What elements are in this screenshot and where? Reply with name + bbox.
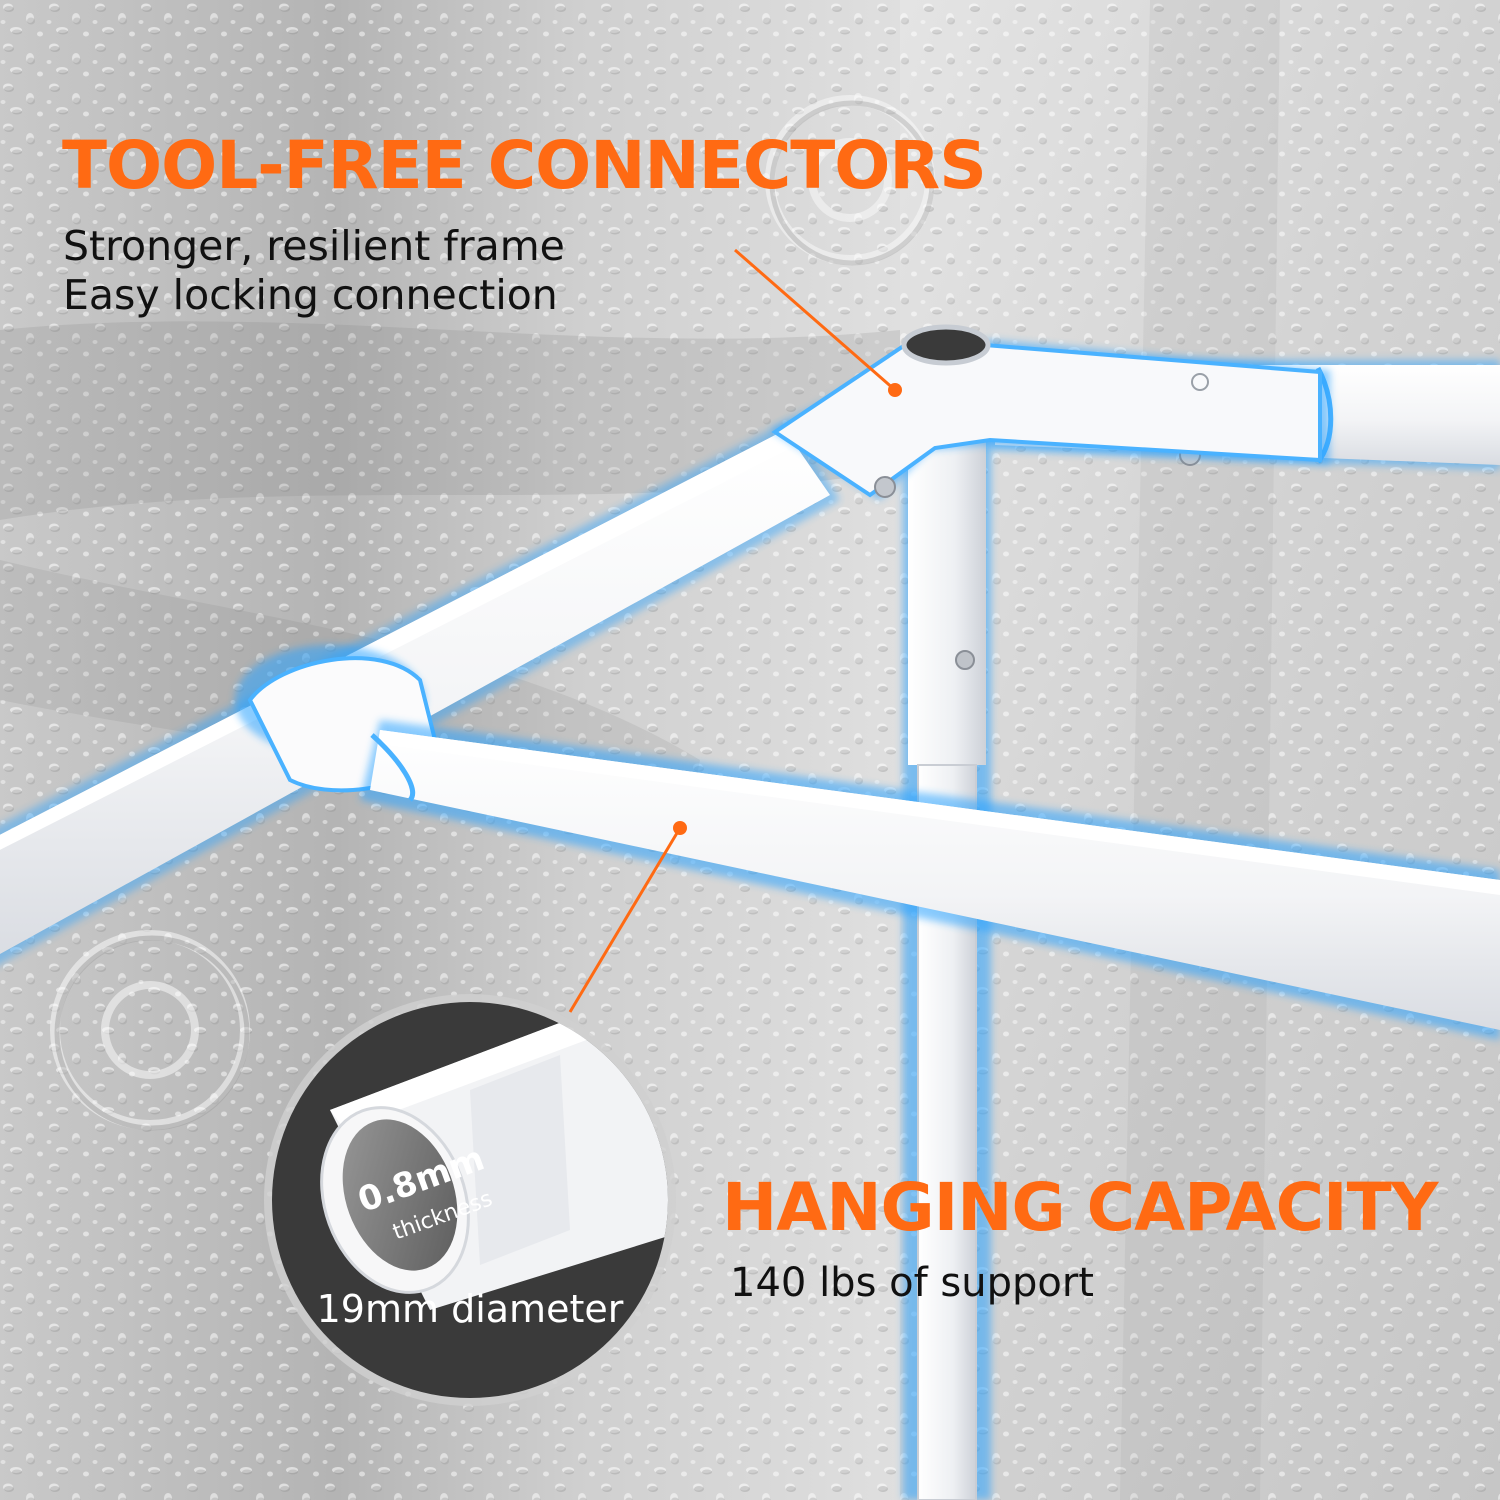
connectors-line-2: Easy locking connection xyxy=(63,271,558,319)
corner-connector xyxy=(770,324,1330,500)
diameter-label: 19mm diameter xyxy=(317,1287,624,1331)
embossed-logo-left xyxy=(50,930,250,1131)
vertical-pole xyxy=(903,420,991,1500)
front-horizontal-pipe xyxy=(360,720,1500,1040)
connectors-description: Stronger, resilient frame Easy locking c… xyxy=(63,222,565,320)
embossed-logo-top xyxy=(765,95,935,266)
connectors-line-1: Stronger, resilient frame xyxy=(63,222,565,270)
capacity-subtitle: 140 lbs of support xyxy=(730,1260,1094,1306)
callout-connectors-leader xyxy=(734,248,902,397)
connectors-heading: TOOL-FREE CONNECTORS xyxy=(62,127,987,204)
pipe-cross-section-inset xyxy=(264,994,676,1406)
capacity-heading: HANGING CAPACITY xyxy=(722,1169,1438,1246)
callout-pipe-leader xyxy=(568,821,687,1013)
